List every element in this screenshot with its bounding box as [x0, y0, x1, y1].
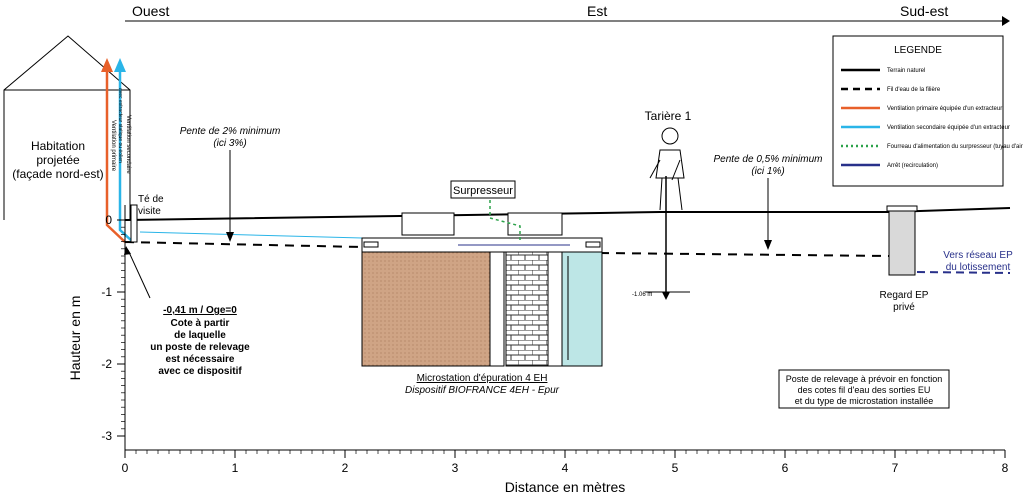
te-label-1: Té de — [138, 194, 164, 205]
y-tick-label: -2 — [101, 357, 112, 371]
poste-note-box — [778, 369, 950, 409]
x-tick-label: 0 — [122, 461, 129, 475]
cote-label-3: de laquelle — [174, 330, 226, 341]
legend-item-label: Ventilation primaire équipée d'un extrac… — [887, 106, 1002, 112]
direction-arrow — [125, 16, 1010, 26]
te-label-2: visite — [138, 206, 161, 217]
x-tick-label: 1 — [232, 461, 239, 475]
x-tick-label: 5 — [672, 461, 679, 475]
cote-label-5: est nécessaire — [166, 354, 235, 365]
water-line-left — [124, 241, 363, 248]
y-tick-label: 0 — [105, 213, 112, 227]
x-tick-label: 8 — [1002, 461, 1009, 475]
cote-label-6: avec ce dispositif — [158, 366, 242, 377]
microstation-label-1: Microstation d'épuration 4 EH — [417, 373, 548, 384]
cote-label-1: -0,41 m / Oge=0 — [163, 305, 237, 316]
legend-title: LEGENDE — [894, 45, 942, 56]
house-outline — [3, 35, 131, 220]
ep-outlet — [916, 271, 1011, 274]
y-tick-label: -3 — [101, 429, 112, 443]
person-figure — [649, 127, 685, 211]
surpresseur-box — [450, 180, 516, 199]
x-tick-label: 4 — [562, 461, 569, 475]
poste-note-3: et du type de microstation installée — [795, 396, 934, 406]
house-label-3: (façade nord-est) — [12, 167, 103, 181]
legend-item-label: Fourreau d'alimentation du surpresseur (… — [887, 144, 1024, 150]
x-ticks: 0 1 2 3 4 5 6 7 8 — [122, 450, 1009, 475]
poste-note-1: Poste de relevage à prévoir en fonction — [786, 374, 943, 384]
surpresseur-label: Surpresseur — [453, 185, 513, 197]
slope2-label-1: Pente de 0,5% minimum — [714, 154, 823, 165]
vent-outlet-label: avec extracteur statique ou éolien — [117, 88, 123, 163]
x-tick-label: 7 — [892, 461, 899, 475]
regard-label-1: Regard EP — [880, 290, 929, 301]
microstation-tank — [361, 212, 603, 367]
terrain-line — [124, 207, 1011, 221]
house-label-1: Habitation — [31, 139, 85, 153]
direction-west: Ouest — [132, 3, 169, 19]
y-axis-label: Hauteur en m — [67, 296, 83, 381]
legend-item-label: Arrêt (recirculation) — [887, 163, 938, 169]
water-line-right — [599, 252, 891, 257]
slope2-label-2: (ici 1%) — [751, 166, 784, 177]
house-label-2: projetée — [36, 153, 80, 167]
x-tick-label: 2 — [342, 461, 349, 475]
slope1-label-1: Pente de 2% minimum — [180, 126, 281, 137]
direction-south-east: Sud-est — [900, 3, 948, 19]
reseau-label-2: du lotissement — [946, 262, 1011, 273]
te-visite — [130, 204, 138, 243]
reseau-label-1: Vers réseau EP — [943, 250, 1013, 261]
regard-ep — [886, 205, 918, 276]
vent-secondary-label: Ventilation secondaire — [125, 115, 131, 174]
slope1-label-2: (ici 3%) — [213, 138, 246, 149]
cote-label-2: Cote à partir — [171, 318, 230, 329]
microstation-label-2: Dispositif BIOFRANCE 4EH - Epur — [405, 385, 560, 396]
vent-primary-label: Ventilation primaire — [110, 120, 116, 172]
x-axis-label: Distance en mètres — [505, 479, 626, 495]
poste-note-2: des cotes fil d'eau des sorties EU — [798, 385, 931, 395]
legend-item-label: Terrain naturel — [887, 68, 925, 74]
tariere-label: Tarière 1 — [645, 109, 692, 123]
depth-label-left: -1.06 m — [632, 292, 652, 298]
x-tick-label: 3 — [452, 461, 459, 475]
regard-label-2: privé — [893, 302, 915, 313]
legend-item-label: Fil d'eau de la filière — [887, 87, 941, 93]
direction-east: Est — [587, 3, 607, 19]
minor-ticks — [121, 219, 1006, 454]
y-tick-label: -1 — [101, 285, 112, 299]
legend-item-label: Ventilation secondaire équipée d'un extr… — [887, 125, 1010, 131]
primary-ventilation-pipe — [101, 58, 126, 243]
cote-label-4: un poste de relevage — [150, 342, 250, 353]
x-tick-label: 6 — [782, 461, 789, 475]
secondary-ventilation-pipe — [114, 58, 134, 243]
